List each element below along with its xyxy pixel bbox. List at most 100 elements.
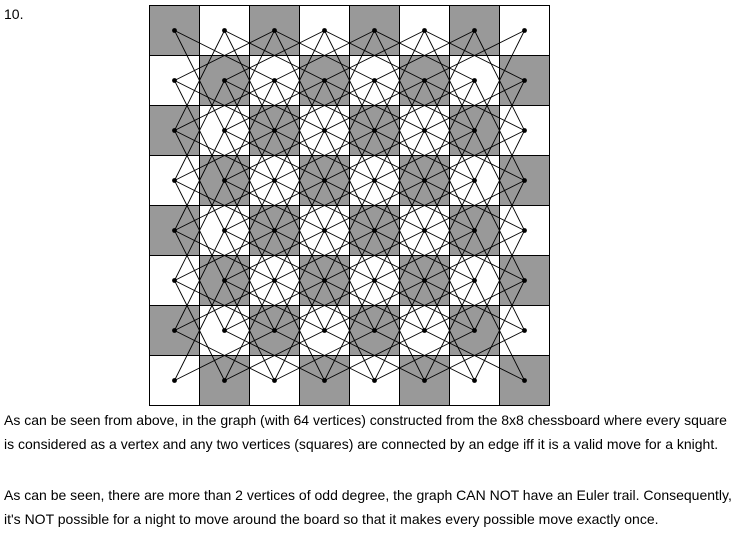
square-vertex [422,378,427,383]
knight-move-edge [424,280,525,331]
knight-move-edge [274,330,375,381]
knight-move-edge [174,80,275,131]
knight-move-edge [274,130,375,181]
knight-move-edge [274,30,325,131]
knight-move-edge [474,280,525,381]
knight-move-edge [374,230,425,331]
knight-move-edge [374,30,475,81]
knight-move-edge [224,330,325,381]
square-vertex [372,278,377,283]
knight-move-edge [174,280,225,381]
knight-move-edge [224,30,275,131]
square-vertices [172,28,527,383]
square-vertex [322,278,327,283]
knight-move-edge [274,180,375,231]
knight-move-edge [324,280,425,331]
board-border [149,5,550,406]
knight-move-edge [174,280,275,331]
knight-move-edge [174,330,275,381]
knight-move-edge [224,80,275,181]
square-vertex [522,278,527,283]
square-vertex [472,228,477,233]
knight-move-edge [224,230,325,281]
square-vertex [372,228,377,233]
square-vertex [472,128,477,133]
square-vertex [472,178,477,183]
knight-move-edge [374,330,475,381]
square-vertex [322,328,327,333]
square-vertex [472,328,477,333]
knight-move-edge [424,30,475,131]
board-square [499,5,550,56]
knight-move-edge [224,130,325,181]
knight-move-edge [374,30,425,131]
knight-move-edge [374,80,475,131]
square-vertex [422,278,427,283]
knight-move-edge [324,330,425,381]
square-vertex [372,328,377,333]
knight-move-edge [224,130,275,231]
square-vertex [372,78,377,83]
square-vertex [472,28,477,33]
square-vertex [372,28,377,33]
square-vertex [372,378,377,383]
knight-move-edge [324,130,425,181]
knight-move-edge [224,30,325,81]
square-vertex [322,78,327,83]
knight-move-edge [174,230,275,281]
knight-move-edge [424,280,475,381]
knight-move-edge [274,30,375,81]
square-vertex [172,128,177,133]
square-vertex [422,228,427,233]
square-vertex [522,228,527,233]
square-vertex [522,178,527,183]
knight-move-edge [324,30,375,131]
knight-move-edge [224,80,325,131]
square-vertex [322,28,327,33]
square-vertex [422,178,427,183]
knight-move-edge [224,180,325,231]
knight-move-edge [374,280,475,331]
knight-move-edge [424,180,525,231]
knight-move-edge [374,80,425,181]
square-vertex [522,328,527,333]
square-vertex [222,128,227,133]
knight-move-edge [424,130,475,231]
square-vertex [272,228,277,233]
knight-move-edge [174,30,225,131]
knight-move-edge [474,30,525,131]
square-vertex [222,78,227,83]
knight-move-edge [324,180,375,281]
knight-move-edge [424,230,525,281]
knight-move-edge [174,180,225,281]
square-vertex [322,228,327,233]
square-vertex [272,78,277,83]
knight-move-edge [324,80,375,181]
square-vertex [172,78,177,83]
square-vertex [222,278,227,283]
square-vertex [172,178,177,183]
square-vertex [472,78,477,83]
knight-move-edge [424,130,525,181]
knight-move-edge [424,80,475,181]
knight-move-edge [324,80,425,131]
knight-move-edge [474,230,525,331]
square-vertex [222,28,227,33]
knight-move-edge [474,130,525,231]
knight-move-edge [324,130,375,231]
knight-move-edge [324,230,375,331]
board-squares [149,5,550,406]
knight-move-edge [174,80,225,181]
knight-move-edge [174,130,275,181]
knight-move-edges [174,30,525,381]
knight-move-edge [374,130,475,181]
square-vertex [272,128,277,133]
knight-move-edge [474,80,525,181]
knight-move-edge [374,280,425,381]
square-vertex [472,278,477,283]
square-vertex [322,378,327,383]
knight-move-edge [374,130,425,231]
knight-move-edge [324,180,425,231]
square-vertex [172,328,177,333]
knight-move-edge [174,180,275,231]
